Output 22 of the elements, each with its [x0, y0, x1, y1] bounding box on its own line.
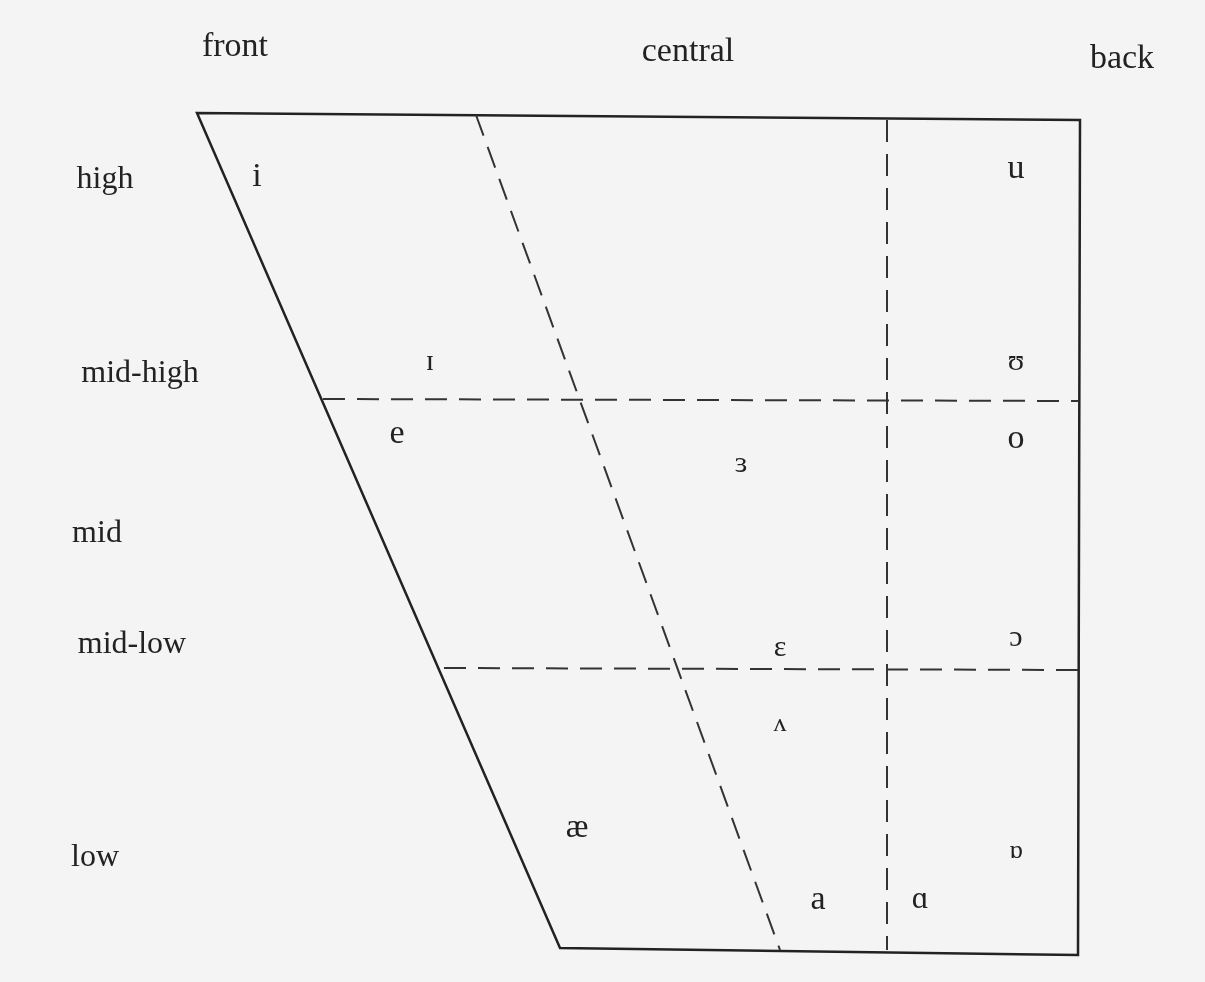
row-heading: mid-high [81, 355, 199, 387]
column-heading: central [641, 33, 735, 67]
vowel-symbol: ʊ [1007, 345, 1025, 375]
vowel-symbol: u [1007, 150, 1025, 184]
vowel-symbol: i [252, 158, 262, 192]
vowel-symbol: ɪ [425, 345, 435, 375]
vowel-symbol: ɑ [911, 881, 929, 913]
vowel-symbol: ɛ [773, 631, 787, 661]
vowel-symbol: ʌ [773, 710, 787, 736]
vowel-symbol: æ [565, 809, 589, 843]
vowel-symbol: o [1007, 420, 1025, 454]
row-heading: low [71, 839, 119, 871]
vowel-symbol: ɔ [1009, 621, 1023, 651]
row-heading: mid-low [77, 626, 187, 658]
vowel-symbol: ɒ [1009, 837, 1023, 863]
row-heading: high [76, 161, 134, 193]
vowel-symbol: ɜ [734, 447, 748, 477]
row-heading: mid [72, 515, 122, 547]
column-heading: front [201, 28, 269, 62]
vowel-symbol: a [810, 881, 826, 915]
vowel-symbol: e [389, 415, 405, 449]
column-heading: back [1089, 40, 1155, 74]
